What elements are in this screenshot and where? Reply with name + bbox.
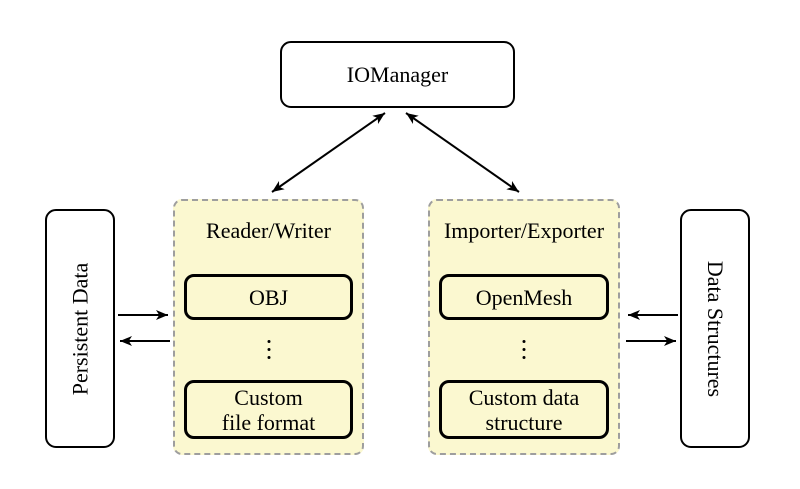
node-persistent-data-label: Persistent Data [67, 262, 92, 395]
node-persistent-data: Persistent Data [45, 209, 115, 448]
node-custom-data-structure-line1: Custom data [468, 384, 580, 410]
group-reader-writer-title: Reader/Writer [206, 218, 331, 243]
node-openmesh: OpenMesh [439, 274, 609, 320]
group-importer-exporter-title: Importer/Exporter [443, 218, 605, 243]
node-iomanager-label: IOManager [346, 61, 449, 87]
node-custom-data-structure-line2: structure [485, 409, 563, 435]
node-openmesh-label: OpenMesh [475, 284, 573, 310]
node-custom-file-format: Custom file format [184, 380, 353, 439]
node-obj: OBJ [184, 274, 353, 320]
node-iomanager: IOManager [280, 41, 515, 108]
node-data-structures-label: Data Structures [703, 260, 729, 397]
edge-iomanager-readerwriter [271, 112, 386, 193]
group-importer-exporter: Importer/Exporter OpenMesh Custom data s… [428, 199, 620, 455]
node-data-structures: Data Structures [680, 209, 750, 448]
vertical-ellipsis-icon [522, 340, 526, 359]
node-custom-file-format-line1: Custom [234, 384, 303, 410]
group-reader-writer: Reader/Writer OBJ Custom file format [173, 199, 364, 455]
node-custom-file-format-line2: file format [221, 409, 316, 435]
vertical-ellipsis-icon [267, 340, 270, 359]
node-custom-data-structure: Custom data structure [439, 380, 609, 439]
edge-iomanager-importerexporter [405, 112, 520, 193]
node-obj-label: OBJ [248, 284, 289, 310]
